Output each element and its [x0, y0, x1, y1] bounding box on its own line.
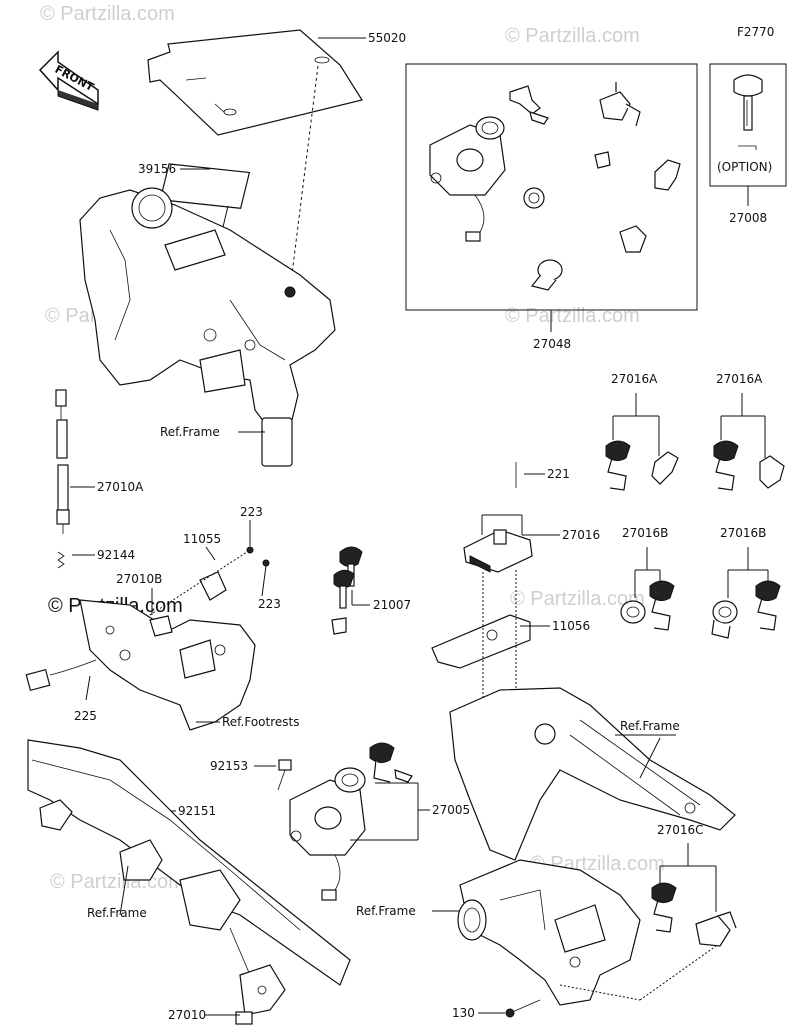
frame-bottom-right [457, 859, 641, 1006]
frame-top-left [79, 187, 336, 467]
lock-plate-27016 [463, 529, 533, 573]
label-27016B-2: 27016B [720, 526, 766, 540]
figure-code: F2770 [737, 25, 774, 39]
watermark-4: © Partzilla.com [505, 305, 640, 327]
watermark-5: © Partzilla.com [510, 588, 645, 610]
label-92144: 92144 [97, 548, 135, 562]
frame-left-bottom [27, 739, 351, 986]
ignition-switch-kit [429, 82, 681, 291]
ref-frame-top: Ref.Frame [160, 425, 220, 439]
ignition-switch-27005 [289, 742, 413, 901]
watermark-6: © Partzilla.com [50, 871, 185, 893]
keys-21007 [331, 546, 363, 635]
label-39156: 39156 [138, 162, 176, 176]
switch-27010A [55, 389, 70, 534]
bracket-footrest [25, 599, 256, 731]
set-27016B-1 [620, 580, 675, 631]
label-27016C: 27016C [657, 823, 704, 837]
label-221: 221 [547, 467, 570, 481]
label-27008: 27008 [729, 211, 767, 225]
label-92153: 92153 [210, 759, 248, 773]
label-27010: 27010 [168, 1008, 206, 1022]
key-icon [733, 74, 763, 150]
label-225: 225 [74, 709, 97, 723]
label-27016B-1: 27016B [622, 526, 668, 540]
set-27016C [651, 882, 737, 947]
ref-frame-left: Ref.Frame [87, 906, 147, 920]
label-27010A: 27010A [97, 480, 144, 494]
sheet-55020 [147, 29, 363, 136]
watermark-1: © Partzilla.com [40, 3, 175, 25]
label-27016: 27016 [562, 528, 600, 542]
label-11055: 11055 [183, 532, 221, 546]
set-27016B-2 [711, 580, 781, 639]
label-223-b: 223 [258, 597, 281, 611]
label-27016A-2: 27016A [716, 372, 763, 386]
ref-footrests: Ref.Footrests [222, 715, 299, 729]
option-label: (OPTION) [717, 160, 772, 174]
label-27016A-1: 27016A [611, 372, 658, 386]
label-130: 130 [452, 1006, 475, 1020]
label-27005: 27005 [432, 803, 470, 817]
clip-11055 [199, 571, 227, 601]
label-27010B: 27010B [116, 572, 162, 586]
set-27016A-2 [713, 440, 785, 491]
label-11056: 11056 [552, 619, 590, 633]
bracket-11056 [431, 614, 531, 669]
label-92151: 92151 [178, 804, 216, 818]
ref-frame-bottom: Ref.Frame [356, 904, 416, 918]
bolt-130 [505, 999, 541, 1018]
bolt-92153 [277, 759, 292, 791]
sticker-39156 [159, 163, 251, 209]
watermark-2: © Partzilla.com [505, 25, 640, 47]
label-21007: 21007 [373, 598, 411, 612]
frame-right [449, 687, 736, 861]
ref-frame-right: Ref.Frame [620, 719, 680, 733]
spring-92144 [57, 551, 65, 569]
switch-27010 [229, 927, 286, 1025]
label-55020: 55020 [368, 31, 406, 45]
label-223-a: 223 [240, 505, 263, 519]
set-27016A-1 [605, 440, 679, 491]
label-27048: 27048 [533, 337, 571, 351]
front-arrow-icon: FRONT [38, 50, 99, 111]
